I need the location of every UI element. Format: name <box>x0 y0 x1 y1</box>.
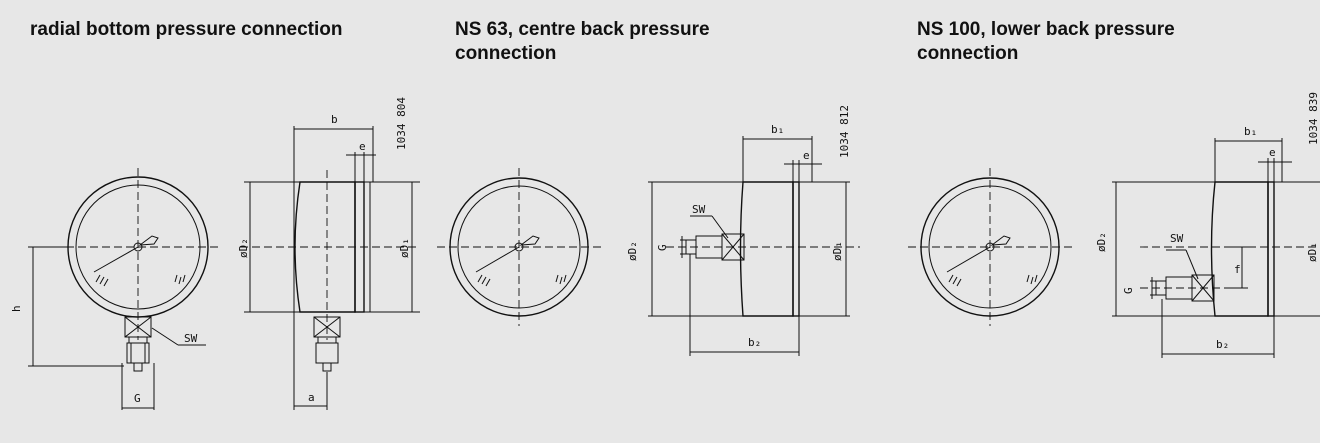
dim-label-G-ns100: G <box>1122 287 1135 294</box>
dimension-lines-ns100 <box>1112 138 1320 358</box>
section-title-ns100-lower-back: NS 100, lower back pressure connection <box>917 19 1175 64</box>
dim-label-b1-ns100: b₁ <box>1244 125 1257 138</box>
dim-label-D2-ns63: øD₂ <box>626 241 639 261</box>
dimension-lines-radial-bottom-front <box>28 246 206 410</box>
section-title-ns63-centre-back: NS 63, centre back pressure connection <box>455 19 710 64</box>
dim-label-SW-ns100: SW <box>1170 232 1184 245</box>
dim-label-a: a <box>308 391 315 404</box>
dim-label-f-ns100: f <box>1234 263 1241 276</box>
dim-label-D1: øD₁ <box>398 238 411 258</box>
dim-label-b2-ns63: b₂ <box>748 336 761 349</box>
gauge-front-view-ns63 <box>437 168 603 326</box>
section-title-radial-bottom: radial bottom pressure connection <box>30 19 343 40</box>
dimension-lines-radial-bottom-side <box>244 126 420 410</box>
dim-label-e-ns100: e <box>1269 146 1276 159</box>
dim-label-e-ns63: e <box>803 149 810 162</box>
gauge-front-view-ns100 <box>908 168 1072 326</box>
dimension-lines-ns63 <box>648 136 850 356</box>
drawing-number-ns63: 1034 812 <box>838 105 851 158</box>
dim-label-G-ns63: G <box>656 244 669 251</box>
dim-label-D1-ns63: øD₁ <box>831 241 844 261</box>
gauge-side-view-ns63 <box>666 181 860 317</box>
gauge-side-view-ns100 <box>1140 181 1320 317</box>
dim-label-SW: SW <box>184 332 198 345</box>
gauge-side-view-radial-bottom <box>240 170 420 372</box>
dim-label-b: b <box>331 113 338 126</box>
dim-label-b1-ns63: b₁ <box>771 123 784 136</box>
dim-label-G: G <box>134 392 141 405</box>
gauge-front-view-radial-bottom <box>54 168 222 372</box>
drawing-number-ns100: 1034 839 <box>1307 92 1320 145</box>
dim-label-h: h <box>10 305 23 312</box>
dim-label-D2-ns100: øD₂ <box>1095 232 1108 252</box>
dim-label-SW-ns63: SW <box>692 203 706 216</box>
drawing-number: 1034 804 <box>395 97 408 150</box>
dim-label-b2-ns100: b₂ <box>1216 338 1229 351</box>
dim-label-e: e <box>359 140 366 153</box>
dim-label-D1-ns100: øD₁ <box>1306 242 1319 262</box>
dim-label-D2: øD₂ <box>237 238 250 258</box>
